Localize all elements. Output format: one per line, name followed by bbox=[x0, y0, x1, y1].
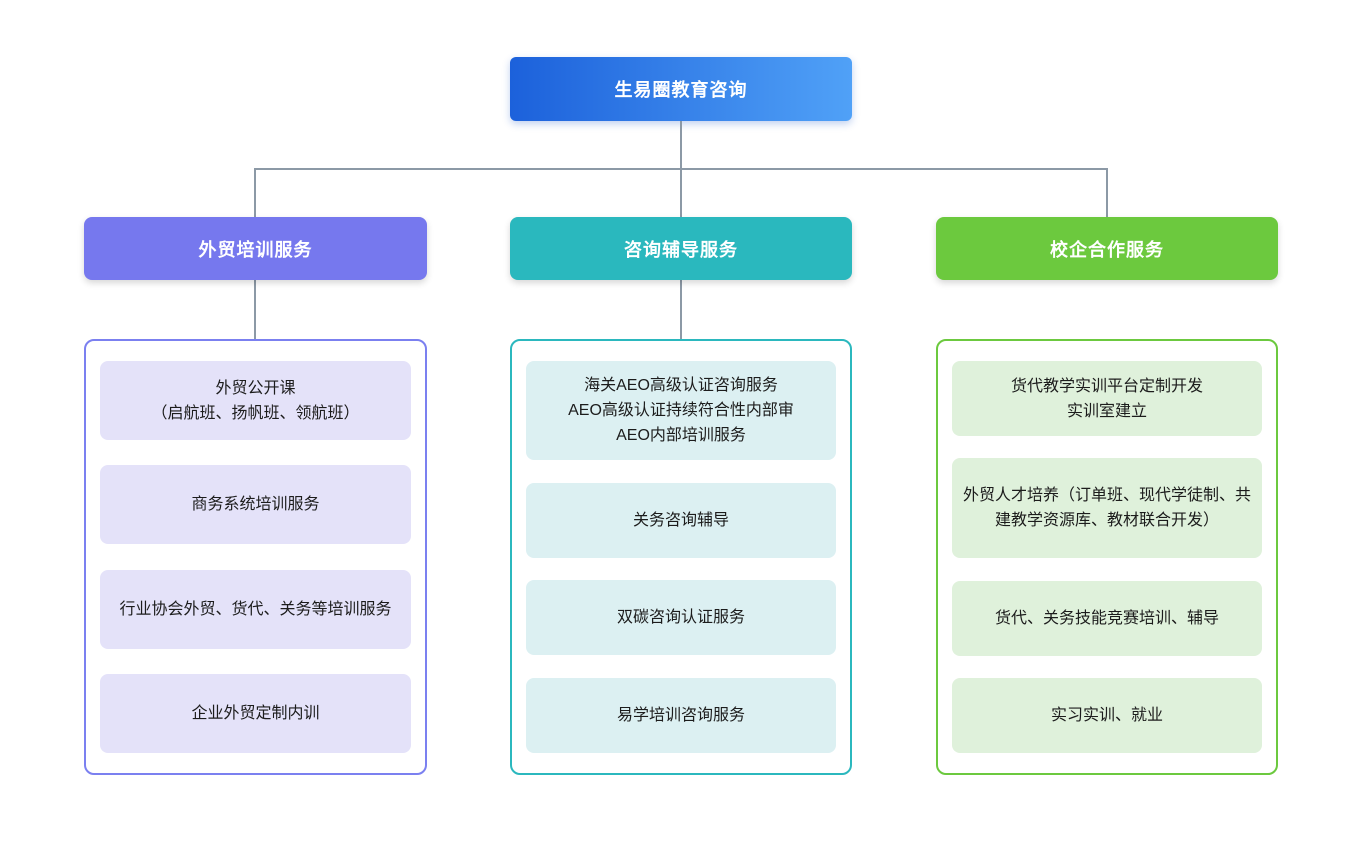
root-node: 生易圈教育咨询 bbox=[510, 57, 852, 121]
branch-header-consulting: 咨询辅导服务 bbox=[510, 217, 852, 280]
branch-panel-consulting: 海关AEO高级认证咨询服务 AEO高级认证持续符合性内部审 AEO内部培训服务 … bbox=[510, 339, 852, 775]
branch-header-label: 校企合作服务 bbox=[1050, 239, 1164, 260]
connector-branch1-panel bbox=[254, 280, 256, 339]
service-item: 海关AEO高级认证咨询服务 AEO高级认证持续符合性内部审 AEO内部培训服务 bbox=[526, 361, 836, 460]
branch-header-label: 外贸培训服务 bbox=[198, 239, 313, 260]
service-item: 外贸人才培养（订单班、现代学徒制、共建教学资源库、教材联合开发） bbox=[952, 458, 1262, 559]
service-item: 商务系统培训服务 bbox=[100, 465, 411, 545]
branch-header-school-enterprise: 校企合作服务 bbox=[936, 217, 1278, 280]
connector-root-down bbox=[680, 121, 682, 168]
service-item: 货代、关务技能竞赛培训、辅导 bbox=[952, 580, 1262, 656]
connector-branch2-down bbox=[680, 168, 682, 217]
branch-header-label: 咨询辅导服务 bbox=[624, 239, 738, 260]
service-item: 货代教学实训平台定制开发 实训室建立 bbox=[952, 361, 1262, 436]
service-item: 外贸公开课 （启航班、扬帆班、领航班） bbox=[100, 361, 411, 440]
service-item: 行业协会外贸、货代、关务等培训服务 bbox=[100, 569, 411, 649]
branch-header-trade-training: 外贸培训服务 bbox=[84, 217, 427, 280]
branch-panel-trade-training: 外贸公开课 （启航班、扬帆班、领航班） 商务系统培训服务 行业协会外贸、货代、关… bbox=[84, 339, 427, 775]
root-node-label: 生易圈教育咨询 bbox=[614, 80, 748, 100]
connector-branch3-down bbox=[1106, 168, 1108, 217]
service-item: 关务咨询辅导 bbox=[526, 482, 836, 558]
service-item: 企业外贸定制内训 bbox=[100, 673, 411, 753]
branch-panel-school-enterprise: 货代教学实训平台定制开发 实训室建立 外贸人才培养（订单班、现代学徒制、共建教学… bbox=[936, 339, 1278, 775]
connector-branch2-panel bbox=[680, 280, 682, 339]
service-item: 实习实训、就业 bbox=[952, 677, 1262, 753]
connector-branch1-down bbox=[254, 168, 256, 217]
service-item: 双碳咨询认证服务 bbox=[526, 580, 836, 656]
service-item: 易学培训咨询服务 bbox=[526, 677, 836, 753]
